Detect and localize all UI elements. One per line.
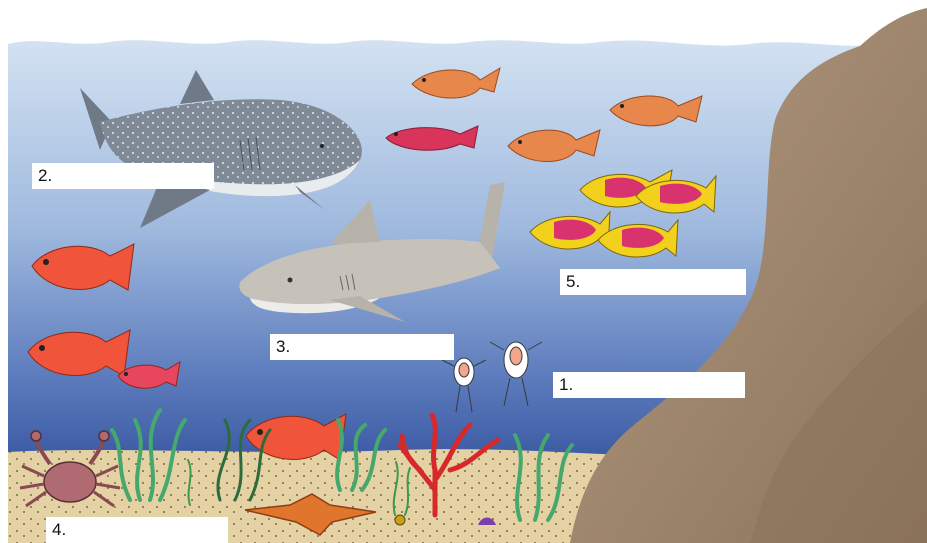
label-4-text: 4. [52,520,66,539]
label-2[interactable]: 2. [32,163,214,189]
label-4[interactable]: 4. [46,517,228,543]
label-5[interactable]: 5. [560,269,746,295]
label-3[interactable]: 3. [270,334,454,360]
label-1-text: 1. [559,375,573,394]
label-3-text: 3. [276,337,290,356]
label-5-text: 5. [566,272,580,291]
snail-icon [395,515,405,525]
label-2-text: 2. [38,166,52,185]
label-1[interactable]: 1. [553,372,745,398]
